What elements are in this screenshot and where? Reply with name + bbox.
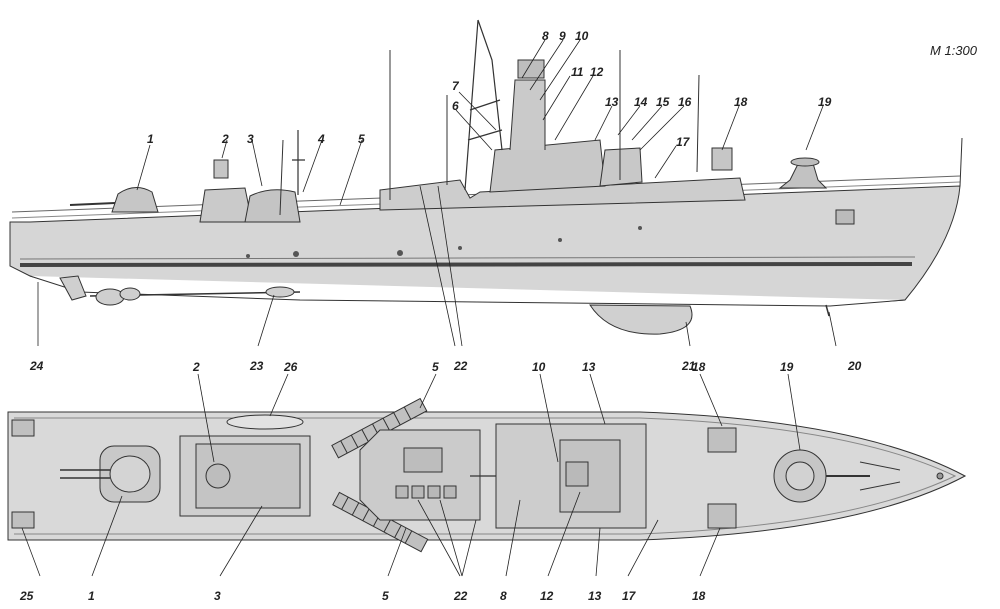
plan-label-5-top: 5 <box>432 360 439 374</box>
label-10: 10 <box>575 29 589 43</box>
label-4: 4 <box>317 132 325 146</box>
plan-callouts: 2 26 5 10 13 18 19 25 1 3 5 22 8 12 13 1… <box>19 360 794 603</box>
label-21: 21 <box>681 359 696 373</box>
label-15: 15 <box>656 95 670 109</box>
plan-label-19: 19 <box>780 360 794 374</box>
label-18: 18 <box>734 95 748 109</box>
plan-label-13-bottom: 13 <box>588 589 602 603</box>
label-9: 9 <box>559 29 566 43</box>
plan-label-17: 17 <box>622 589 637 603</box>
midship-superstructure <box>359 429 481 521</box>
plan-label-22: 22 <box>453 589 468 603</box>
side-leader-lines <box>37 39 837 347</box>
waterline-stripe <box>19 262 913 267</box>
label-2: 2 <box>221 132 229 146</box>
launcher-housing <box>244 189 301 223</box>
plan-label-18-bottom: 18 <box>692 589 706 603</box>
director-plan-top <box>707 427 737 453</box>
hull-number-plate <box>835 209 855 225</box>
plan-label-3: 3 <box>214 589 221 603</box>
underwater-hull <box>29 275 906 307</box>
superstructure <box>379 177 746 211</box>
plan-view <box>7 397 967 553</box>
rudder <box>59 275 87 301</box>
side-elevation <box>9 19 963 335</box>
label-14: 14 <box>634 95 648 109</box>
liferafts <box>395 485 457 499</box>
aft-director-plan <box>205 463 231 489</box>
plan-label-1: 1 <box>88 589 95 603</box>
aft-gun-turret <box>111 187 159 213</box>
shaft-bracket <box>265 286 295 298</box>
plan-label-25: 25 <box>19 589 34 603</box>
propeller <box>95 288 125 306</box>
label-24: 24 <box>29 359 44 373</box>
label-22: 22 <box>453 359 468 373</box>
sonar-dome <box>589 304 693 335</box>
radar-tower <box>509 79 546 151</box>
torpedo-launcher-top <box>331 397 428 459</box>
label-8: 8 <box>542 29 549 43</box>
forward-fire-control <box>711 147 733 171</box>
stern-hatch-bottom <box>11 511 35 529</box>
plan-label-8: 8 <box>500 589 507 603</box>
plan-label-13-top: 13 <box>582 360 596 374</box>
label-3: 3 <box>247 132 254 146</box>
aft-fire-control <box>213 159 229 179</box>
label-16: 16 <box>678 95 692 109</box>
plan-leader-lines <box>21 373 801 577</box>
label-20: 20 <box>847 359 862 373</box>
label-6: 6 <box>452 99 459 113</box>
vent-grille <box>403 447 443 473</box>
label-5: 5 <box>358 132 365 146</box>
ships-boat <box>226 414 304 430</box>
plan-label-2: 2 <box>192 360 200 374</box>
label-1: 1 <box>147 132 154 146</box>
label-19: 19 <box>818 95 832 109</box>
label-12: 12 <box>590 65 604 79</box>
aft-mast <box>292 130 305 195</box>
bridge <box>489 139 606 193</box>
plan-label-12: 12 <box>540 589 554 603</box>
label-13: 13 <box>605 95 619 109</box>
plan-label-26: 26 <box>283 360 298 374</box>
label-17: 17 <box>676 135 691 149</box>
director-plan-bottom <box>707 503 737 529</box>
radar-plan <box>565 461 589 487</box>
label-23: 23 <box>249 359 264 373</box>
plan-label-5-bottom: 5 <box>382 589 389 603</box>
stern-hatch-top <box>11 419 35 437</box>
label-7: 7 <box>452 79 460 93</box>
label-11: 11 <box>571 65 584 79</box>
scale-note: M 1:300 <box>930 43 978 58</box>
plan-label-10: 10 <box>532 360 546 374</box>
side-callouts: 1 2 3 4 5 6 7 8 9 10 11 12 13 14 15 16 1… <box>29 29 862 373</box>
portholes <box>246 226 642 258</box>
plan-label-18-top: 18 <box>692 360 706 374</box>
